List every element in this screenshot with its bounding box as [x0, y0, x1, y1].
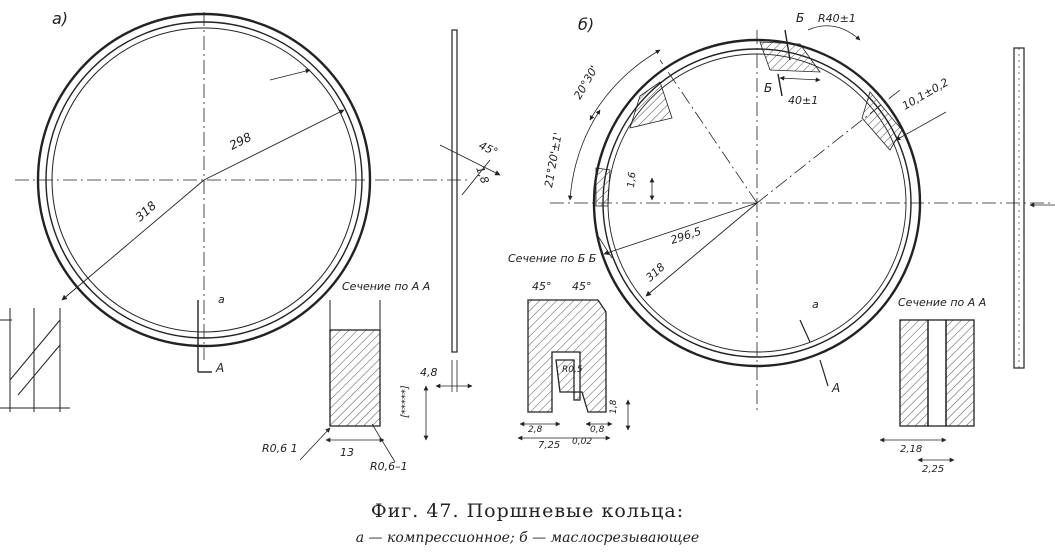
ring-b-dim-40-line	[779, 75, 821, 83]
ring-b-dim-small: 1,6	[626, 171, 638, 188]
fragment-diag-2	[17, 344, 61, 396]
ring-b-section-aa-title: Сечение по А А	[898, 296, 986, 309]
ring-a-dim-298-ext	[269, 68, 311, 81]
ring-b-sec-bb-shape	[527, 299, 607, 413]
ring-b-dim-a1: 2,8	[528, 425, 543, 435]
ring-b-sec-bb-leader	[597, 235, 613, 259]
ring-b-radius: R40±1	[818, 12, 856, 25]
fragment-diag-1	[9, 319, 61, 381]
ring-b-r-inner: R0,5	[562, 365, 583, 375]
ring-a-radius-left: R0,6 1	[262, 442, 298, 455]
ring-a-dim-298: 298	[227, 130, 254, 153]
ring-b-mark-a: а	[812, 298, 819, 311]
ring-b-dim-296: 296,5	[669, 225, 703, 247]
ring-b-sec-aa-left	[899, 319, 929, 427]
ring-a-radius-right: R0,6–1	[370, 460, 408, 473]
ring-a-label: а)	[52, 9, 68, 28]
ring-b-section-line	[799, 319, 811, 343]
ring-b-section-line-2	[819, 359, 829, 387]
ring-a-gap-cut	[461, 159, 491, 196]
ring-b-arc-angle-1	[589, 49, 661, 121]
ring-b-sec-aa-right	[945, 319, 975, 427]
ring-b-B-line-top	[784, 29, 791, 61]
ring-b-slot-1	[629, 81, 673, 129]
ring-b-angle-right: 45°	[572, 280, 592, 293]
ring-b-section-bb: Сечение по Б Б 45° 45° R0,5 2,8 0,8 1,8 …	[508, 235, 631, 451]
ring-b-radius-arrow	[807, 25, 861, 41]
ring-a-sec-width: 13	[340, 446, 354, 459]
ring-b-mark-B-top: Б	[796, 11, 804, 25]
ring-a-sec-height: [*****]	[400, 385, 411, 418]
ring-a-fragment	[0, 308, 70, 412]
ring-a-section-title: Сечение по А А	[342, 280, 430, 293]
ring-b-dim-a4: 0,02	[572, 437, 592, 447]
ring-b-B-line-mid	[777, 73, 783, 97]
ring-b-angle-left: 45°	[532, 280, 552, 293]
ring-a-gap-arrow	[439, 144, 501, 176]
ring-a-gap-size: 1,8	[473, 165, 491, 186]
ring-b-dim-total: 7,25	[538, 440, 560, 451]
ring-b-group: б) 20°30' 21°20'±1' Б R40±1 Б 40±1 10,1±…	[542, 11, 1055, 410]
ring-a-mark-A: А	[215, 361, 224, 375]
ring-b-dim-40: 40±1	[788, 94, 818, 107]
ring-b-sec-aa-width: 2,18	[900, 444, 922, 455]
ring-a-side-view: 45° 1,8 4,8	[420, 29, 501, 392]
ring-b-dim-296-line	[603, 202, 758, 256]
ring-b-arc-angle-2-text: 21°20'±1'	[542, 131, 564, 188]
ring-a-dim-298-line	[203, 109, 345, 181]
ring-b-slot-3	[861, 91, 903, 151]
ring-b-section-aa: Сечение по А А 2,18 2,25	[879, 296, 986, 475]
ring-b-section-bb-title: Сечение по Б Б	[508, 252, 596, 265]
ring-a-dim-318: 318	[133, 198, 160, 224]
ring-a-group: а) 298 318 а А	[15, 9, 470, 375]
ring-b-sec-aa-groove	[927, 319, 947, 427]
ring-b-slot-4	[595, 167, 611, 207]
ring-a-side-strip	[451, 29, 458, 353]
ring-b-dim-10: 10,1±0,2	[900, 76, 951, 113]
ring-a-sec-rect	[329, 329, 381, 427]
ring-b-axis-diag-2	[756, 89, 901, 204]
ring-a-gap-angle: 45°	[477, 139, 500, 159]
ring-b-axis-diag-1	[659, 59, 758, 204]
ring-b-dim-10-line	[895, 111, 947, 141]
figure-subcaption: а — компрессионное; б — маслосрезывающее	[355, 530, 700, 546]
ring-b-mark-B-mid: Б	[764, 81, 772, 95]
ring-a-radius-l-line	[299, 427, 331, 461]
ring-a-thickness: 4,8	[420, 366, 438, 379]
ring-a-radius-r-line	[371, 423, 396, 463]
ring-a-section-aa: Сечение по А А 13 [*****] R0,6 1 R0,6–1	[262, 280, 430, 473]
ring-b-mark-A: А	[831, 381, 840, 395]
ring-a-dim-318-line	[61, 179, 205, 301]
ring-a-mark-a: а	[218, 293, 225, 306]
figure-caption: Фиг. 47. Поршневые кольца:	[370, 500, 685, 522]
ring-b-sec-aa-total: 2,25	[922, 464, 944, 475]
ring-b-dim-a3: 1,8	[609, 399, 619, 414]
ring-b-arc-angle-1-text: 20°30'	[571, 63, 601, 101]
ring-b-dim-a2: 0,8	[590, 425, 605, 435]
ring-b-label: б)	[578, 15, 594, 34]
ring-b-dim-318-line	[645, 202, 758, 297]
